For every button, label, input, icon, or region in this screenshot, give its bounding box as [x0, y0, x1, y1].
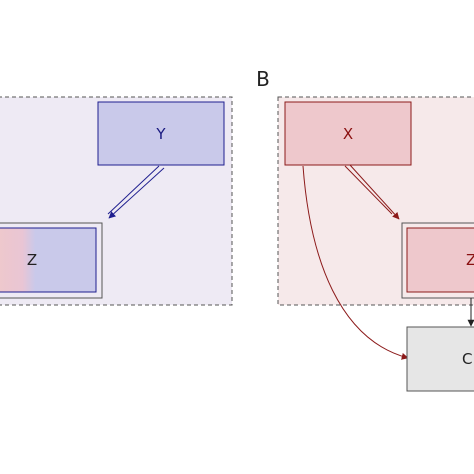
left-edge-y-z-b [108, 167, 165, 219]
left-node-y-label: Y [155, 125, 166, 143]
right-node-c[interactable] [406, 326, 474, 392]
left-panel: Y Z [0, 96, 233, 306]
right-node-x-label: X [343, 125, 353, 143]
right-node-z[interactable] [406, 227, 474, 293]
right-node-c-label: C [462, 350, 472, 368]
right-edge-x-c [302, 165, 409, 360]
right-panel: X Z [277, 96, 474, 306]
left-edge-y-z-a [107, 165, 160, 215]
left-node-z-label: Z [27, 251, 37, 269]
right-edge-x-z-a [344, 165, 393, 215]
right-node-x[interactable] [284, 101, 412, 166]
left-node-z[interactable] [0, 227, 97, 293]
right-node-z-outer [401, 222, 474, 299]
left-node-z-outer [0, 222, 103, 299]
right-node-z-label: Z [466, 251, 474, 269]
panel-b-label: B [256, 67, 270, 91]
right-edge-x-z-b [349, 164, 400, 220]
left-node-y[interactable] [97, 101, 225, 166]
